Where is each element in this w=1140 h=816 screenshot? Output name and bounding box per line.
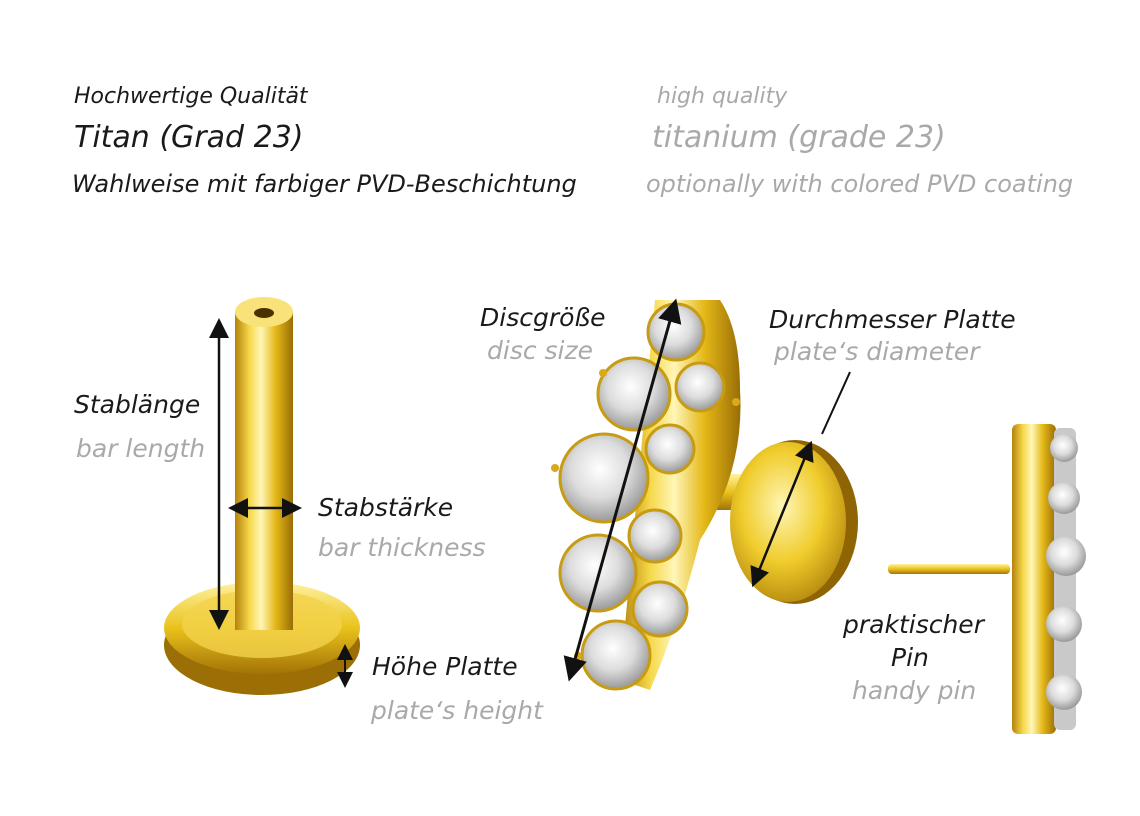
header-material-en: titanium (grade 23) <box>652 120 946 155</box>
plate-height-label-en: plate‘s height <box>371 696 543 725</box>
pin-label-de-line1: praktischer <box>843 610 984 639</box>
disc-size-arrow <box>563 298 682 682</box>
bar-thickness-label-de: Stabstärke <box>318 493 454 522</box>
bar-length-label-de: Stablänge <box>74 390 201 419</box>
plate-height-label-de: Höhe Platte <box>372 652 518 681</box>
side-view-pin <box>888 424 1086 734</box>
plate-diameter-arrow <box>750 440 814 588</box>
header-quality-en: high quality <box>657 84 788 109</box>
bar-length-label-en: bar length <box>76 434 206 463</box>
header-coating-en: optionally with colored PVD coating <box>646 170 1074 198</box>
plate-diameter-label-de: Durchmesser Platte <box>769 305 1016 334</box>
header-coating-de: Wahlweise mit farbiger PVD-Beschichtung <box>72 170 577 198</box>
header-quality-de: Hochwertige Qualität <box>74 84 308 109</box>
header-material-de: Titan (Grad 23) <box>74 120 304 155</box>
pin-label-de-line2: Pin <box>891 643 929 672</box>
bar-thickness-label-en: bar thickness <box>318 533 486 562</box>
plate-diameter-leader <box>821 371 851 435</box>
disc-size-label-en: disc size <box>487 336 594 365</box>
plate-diameter-label-en: plate‘s diameter <box>774 337 980 366</box>
disc-size-label-de: Discgröße <box>480 303 606 332</box>
pin-label-en: handy pin <box>852 676 977 705</box>
